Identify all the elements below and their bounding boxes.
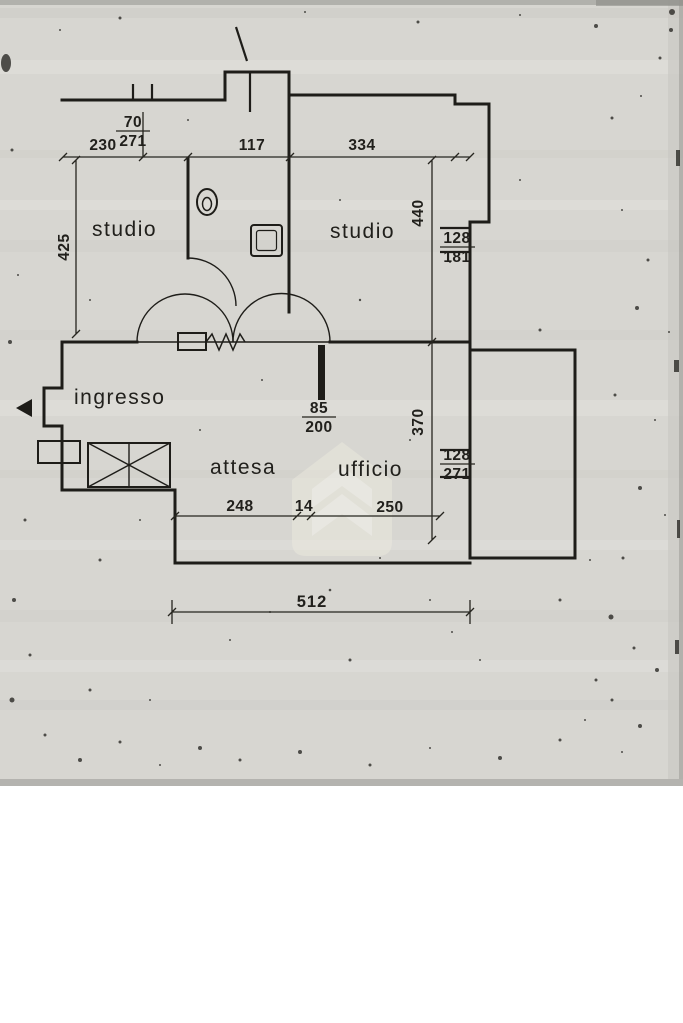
dim-200: 200 xyxy=(305,419,332,436)
room-label-ingresso: ingresso xyxy=(74,386,165,409)
room-label-studio-right: studio xyxy=(330,220,395,243)
stray-mark xyxy=(234,26,249,62)
attesa-ufficio-divider-wall xyxy=(318,345,325,400)
door-swing-arcs xyxy=(136,257,331,343)
dim-128-lower: 128 xyxy=(443,447,470,464)
outer-walls xyxy=(42,70,577,565)
chimney-ticks xyxy=(131,84,154,100)
upper-right-niche-walls xyxy=(440,226,470,254)
dimension-lines xyxy=(58,112,475,624)
toilet-bowl-icon xyxy=(201,196,213,212)
room-labels: studio studio ingresso attesa ufficio xyxy=(74,218,403,481)
dim-248: 248 xyxy=(226,498,253,515)
dim-181: 181 xyxy=(443,249,470,266)
room-label-ufficio: ufficio xyxy=(338,458,403,481)
zigzag-symbol xyxy=(205,332,246,352)
scan-noise-speckles xyxy=(1,9,680,767)
watermark-house-logo xyxy=(292,442,392,556)
dimension-labels: 230 70 271 117 334 425 440 128 181 85 20… xyxy=(56,114,470,611)
room-label-studio-left: studio xyxy=(92,218,157,241)
dim-334: 334 xyxy=(348,137,375,154)
dim-85: 85 xyxy=(310,400,328,417)
dim-14: 14 xyxy=(295,498,313,515)
dim-230: 230 xyxy=(89,137,116,154)
radiator-box xyxy=(37,440,81,464)
dim-250: 250 xyxy=(376,499,403,516)
dim-512: 512 xyxy=(297,593,328,611)
dim-70: 70 xyxy=(124,114,142,131)
dim-425: 425 xyxy=(56,233,73,260)
interior-walls xyxy=(60,93,472,479)
dim-117: 117 xyxy=(239,137,266,154)
closet-hatched-box xyxy=(87,442,171,488)
dim-440: 440 xyxy=(410,199,427,226)
entrance-arrow-icon xyxy=(16,399,32,417)
dim-128-upper: 128 xyxy=(443,230,470,247)
dim-271-lower: 271 xyxy=(443,466,470,483)
bathroom-door-arc xyxy=(187,257,237,307)
sink-basin-icon xyxy=(255,229,278,252)
dim-271-top: 271 xyxy=(119,133,146,150)
annex-room-walls xyxy=(468,348,577,560)
lower-right-niche-walls xyxy=(440,448,470,479)
dim-370: 370 xyxy=(410,408,427,435)
fixtures xyxy=(16,188,283,488)
room-label-attesa: attesa xyxy=(210,456,276,479)
sink-icon xyxy=(250,224,283,257)
toilet-icon xyxy=(196,188,218,216)
